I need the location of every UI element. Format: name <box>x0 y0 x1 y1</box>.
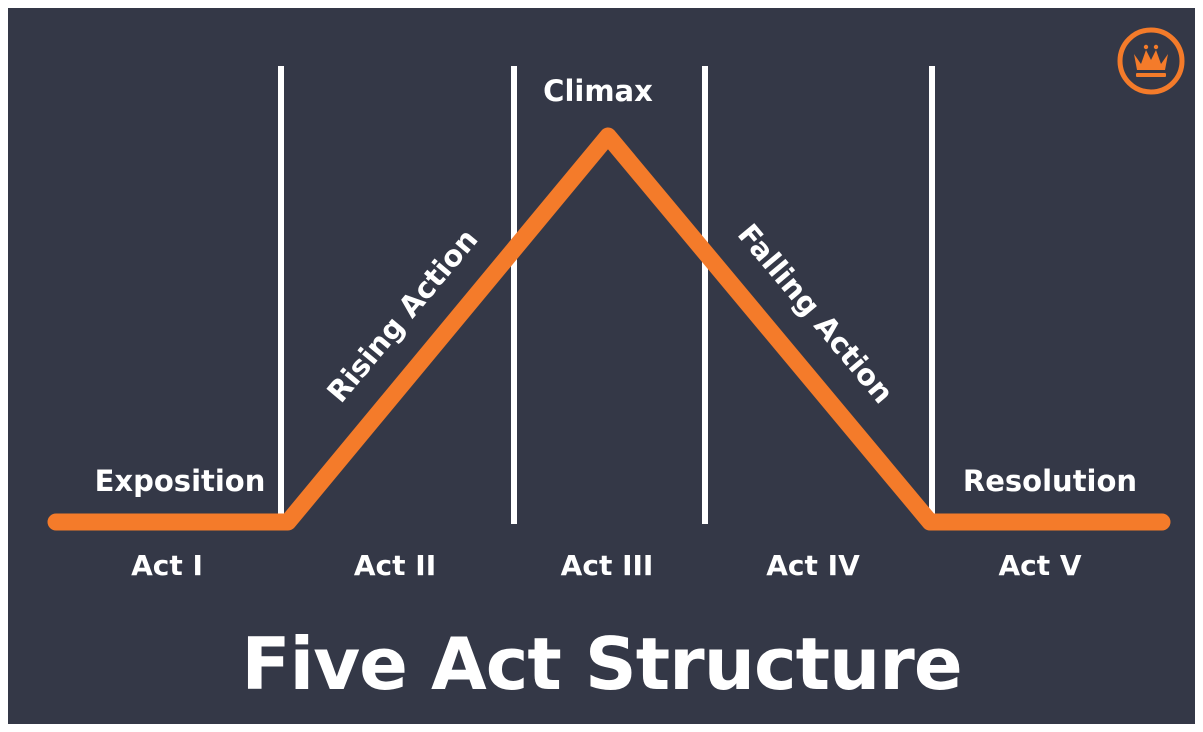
act-label-1: Act I <box>131 549 203 582</box>
dramatic-arc-line <box>47 127 1171 531</box>
act-label-2: Act II <box>354 549 436 582</box>
crown-icon <box>1117 27 1185 95</box>
act-label-3: Act III <box>561 549 654 582</box>
page-title: Five Act Structure <box>241 622 962 706</box>
stage-label-climax: Climax <box>543 74 653 108</box>
diagram-panel <box>8 8 1195 724</box>
act-label-5: Act V <box>998 549 1081 582</box>
stage-label-resolution: Resolution <box>963 464 1137 498</box>
stage-label-exposition: Exposition <box>95 464 266 498</box>
act-label-4: Act IV <box>766 549 860 582</box>
